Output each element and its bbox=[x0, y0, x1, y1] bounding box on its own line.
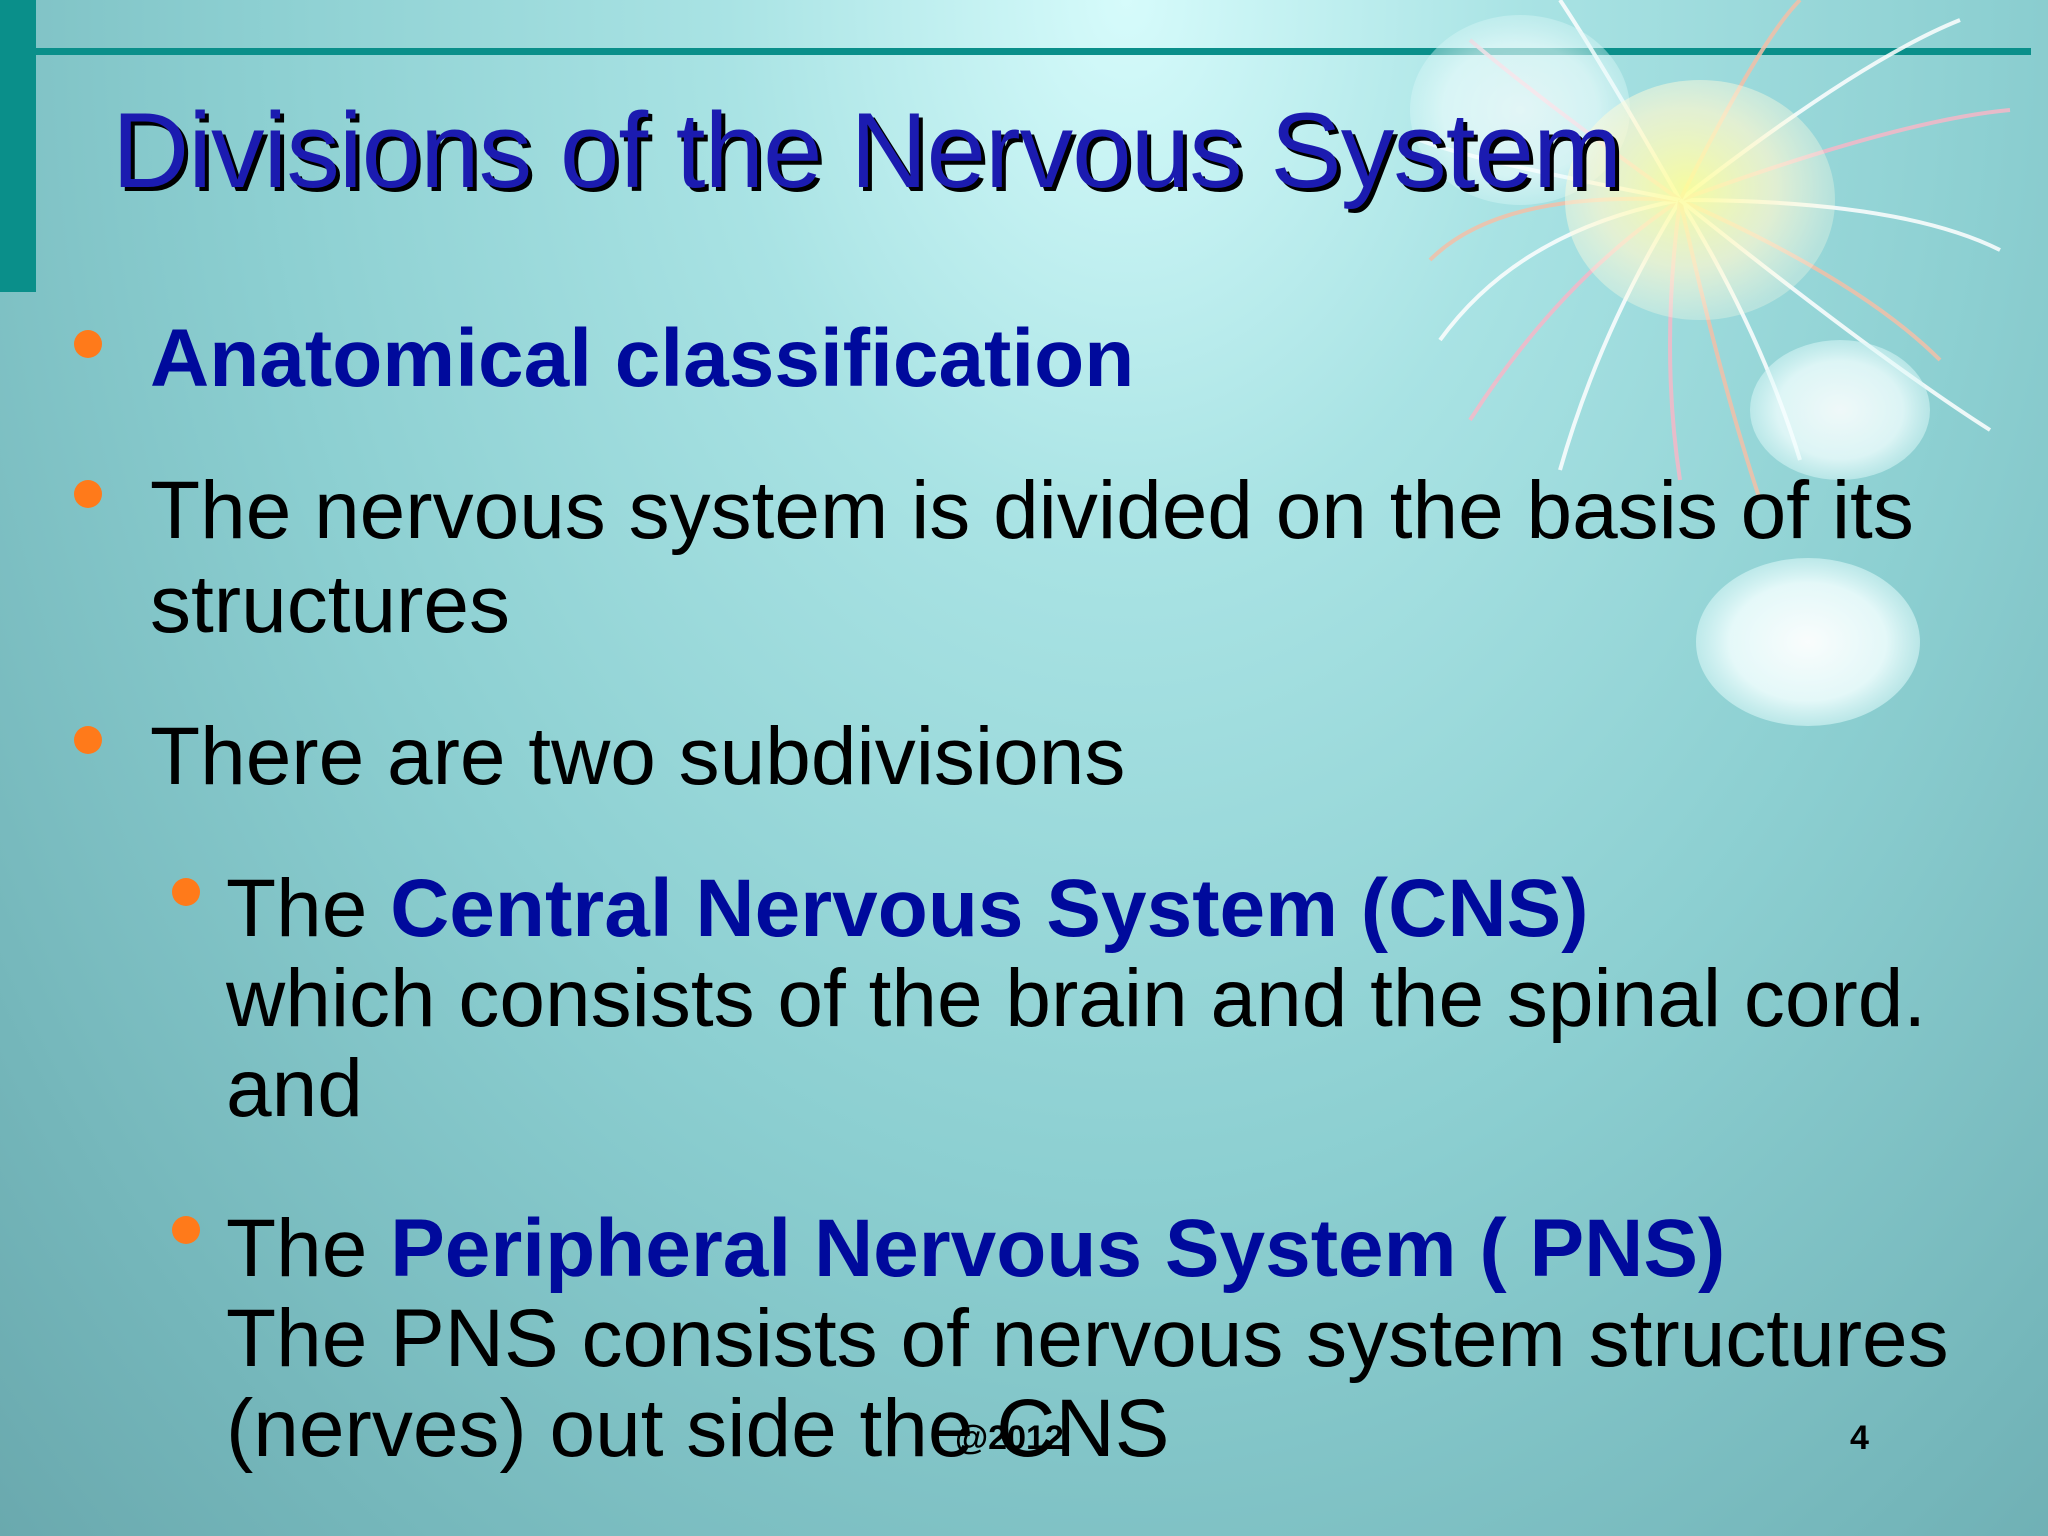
sub-bullet-pns: The Peripheral Nervous System ( PNS) The… bbox=[226, 1204, 2016, 1474]
pns-description: The PNS consists of nervous system struc… bbox=[226, 1293, 1949, 1474]
sub-bullet-dot bbox=[172, 1216, 200, 1244]
cns-prefix: The bbox=[226, 863, 391, 954]
title-rule bbox=[36, 48, 2031, 55]
bullet-two-subdivisions: There are two subdivisions bbox=[150, 711, 1126, 802]
slide-title: Divisions of the Nervous System bbox=[112, 90, 1622, 210]
pns-highlight: Peripheral Nervous System ( PNS) bbox=[390, 1203, 1726, 1294]
sub-bullet-dot bbox=[172, 878, 200, 906]
cns-highlight: Central Nervous System (CNS) bbox=[390, 863, 1589, 954]
slide-number: 4 bbox=[1850, 1419, 1869, 1457]
cns-description: which consists of the brain and the spin… bbox=[226, 953, 1927, 1134]
sub-bullet-cns: The Central Nervous System (CNS) which c… bbox=[226, 864, 2016, 1134]
bullet-divided-basis: The nervous system is divided on the bas… bbox=[150, 465, 1914, 650]
bullet-anatomical-classification: Anatomical classification bbox=[150, 313, 1135, 404]
footer-year: @2012 bbox=[955, 1419, 1064, 1457]
accent-bar bbox=[0, 0, 36, 292]
bullet-dot bbox=[74, 480, 102, 508]
bullet-dot bbox=[74, 726, 102, 754]
pns-prefix: The bbox=[226, 1203, 391, 1294]
bullet-dot bbox=[74, 330, 102, 358]
